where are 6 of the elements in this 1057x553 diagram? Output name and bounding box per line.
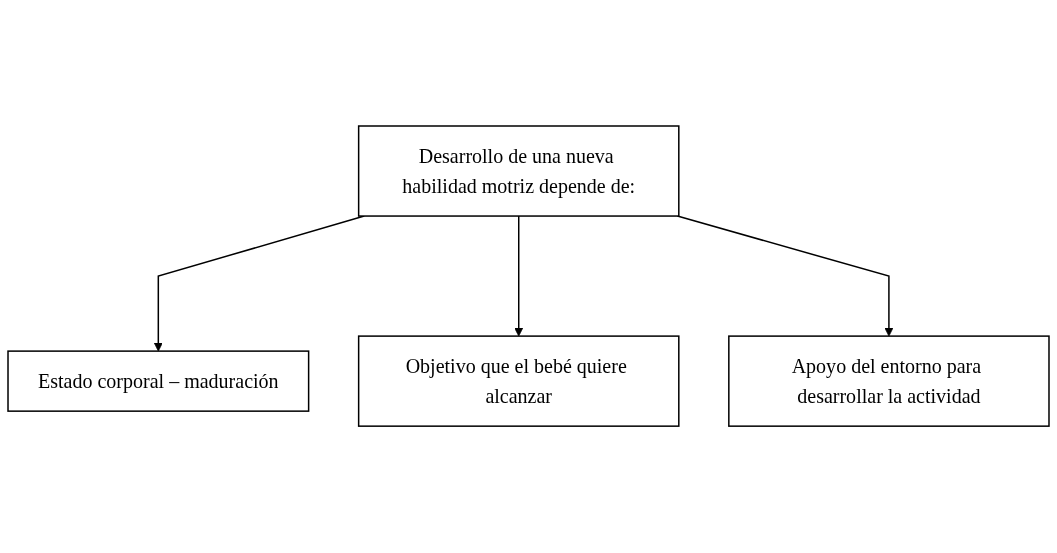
node-box: Objetivo que el bebé quiere alcanzar bbox=[357, 335, 680, 428]
node-box: Desarrollo de una nueva habilidad motriz depende de: bbox=[357, 125, 680, 218]
node-box: Apoyo del entorno para desarrollar la actividad bbox=[728, 335, 1050, 428]
node-box: Estado corporal – maduración bbox=[7, 350, 310, 413]
arrow bbox=[153, 215, 365, 352]
arrow bbox=[514, 215, 524, 337]
